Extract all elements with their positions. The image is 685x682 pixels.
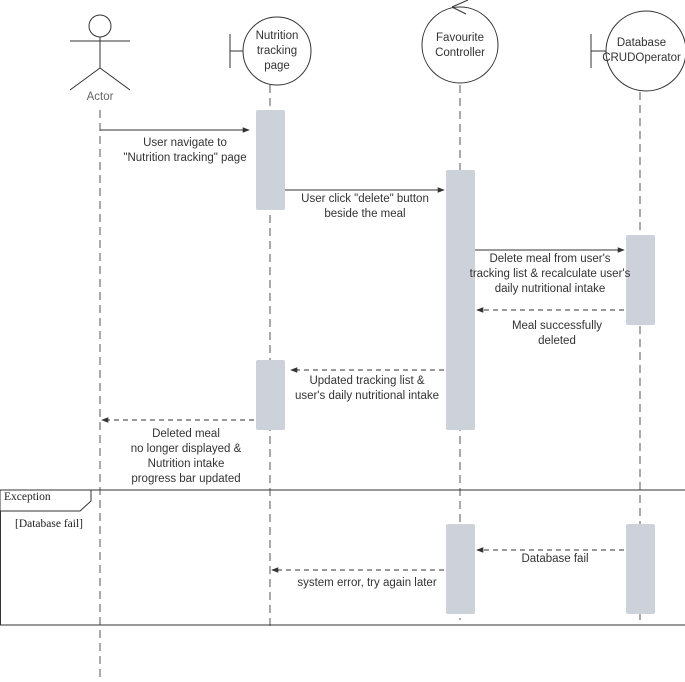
nutrition-page-label: Nutrition tracking page <box>240 29 314 74</box>
message-label-6: Deleted meal no longer displayed & Nutri… <box>116 427 256 487</box>
message-label-4: Meal successfully deleted <box>497 319 617 349</box>
controller-label-line-1: Favourite <box>436 32 484 44</box>
nutrition-page-label-line-1: Nutrition <box>255 30 299 42</box>
database-label-line-1: Database <box>616 37 667 49</box>
controller-activation-2 <box>446 524 475 614</box>
controller-label-line-2: Controller <box>435 47 485 59</box>
database-label: Database CRUDOperator <box>598 36 685 66</box>
nutrition-page-label-line-2: tracking <box>256 45 298 57</box>
controller-label: Favourite Controller <box>420 31 500 61</box>
message-label-6-line-1: Deleted meal <box>152 428 220 440</box>
message-label-1-line-1: User navigate to <box>143 137 227 149</box>
message-label-6-line-4: progress bar updated <box>131 473 241 485</box>
message-label-3-line-1: Delete meal from user's <box>489 253 611 265</box>
controller-activation-1 <box>446 170 475 430</box>
message-label-5: Updated tracking list & user's daily nut… <box>287 374 447 404</box>
exception-fragment <box>0 489 685 626</box>
actor-figure-icon <box>69 14 131 91</box>
message-label-2: User click "delete" button beside the me… <box>290 192 440 222</box>
actor-label: Actor <box>86 91 114 103</box>
message-label-1-line-2: "Nutrition tracking" page <box>123 152 247 164</box>
exception-fragment-label: Exception <box>4 491 51 503</box>
database-activation-1 <box>626 235 655 325</box>
controller-control-icon <box>421 0 499 84</box>
message-label-2-line-1: User click "delete" button <box>301 193 429 205</box>
nutrition-page-activation-1 <box>256 110 285 210</box>
database-activation-2 <box>626 524 655 614</box>
nutrition-page-label-line-3: page <box>264 60 290 72</box>
message-label-5-line-1: Updated tracking list & <box>309 375 425 387</box>
message-label-1: User navigate to "Nutrition tracking" pa… <box>110 136 260 166</box>
database-boundary-icon <box>590 10 685 92</box>
message-label-6-line-2: no longer displayed & <box>130 443 242 455</box>
database-label-line-2: CRUDOperator <box>602 52 681 64</box>
message-label-4-line-2: deleted <box>538 335 576 347</box>
message-label-6-line-3: Nutrition intake <box>147 458 225 470</box>
exception-fragment-tab <box>0 489 92 512</box>
exception-guard-label: [Database fail] <box>15 518 84 530</box>
nutrition-page-boundary-icon <box>229 16 312 86</box>
message-label-3: Delete meal from user's tracking list & … <box>462 252 638 297</box>
nutrition-page-activation-2 <box>256 360 285 430</box>
message-label-3-line-2: tracking list & recalculate user's <box>469 268 631 280</box>
message-label-4-line-1: Meal successfully <box>511 320 603 332</box>
message-label-7: Database fail <box>521 553 589 565</box>
message-label-3-line-3: daily nutritional intake <box>494 283 606 295</box>
message-label-2-line-2: beside the meal <box>324 208 406 220</box>
message-label-8: system error, try again later <box>297 577 437 589</box>
message-label-5-line-2: user's daily nutritional intake <box>294 390 440 402</box>
